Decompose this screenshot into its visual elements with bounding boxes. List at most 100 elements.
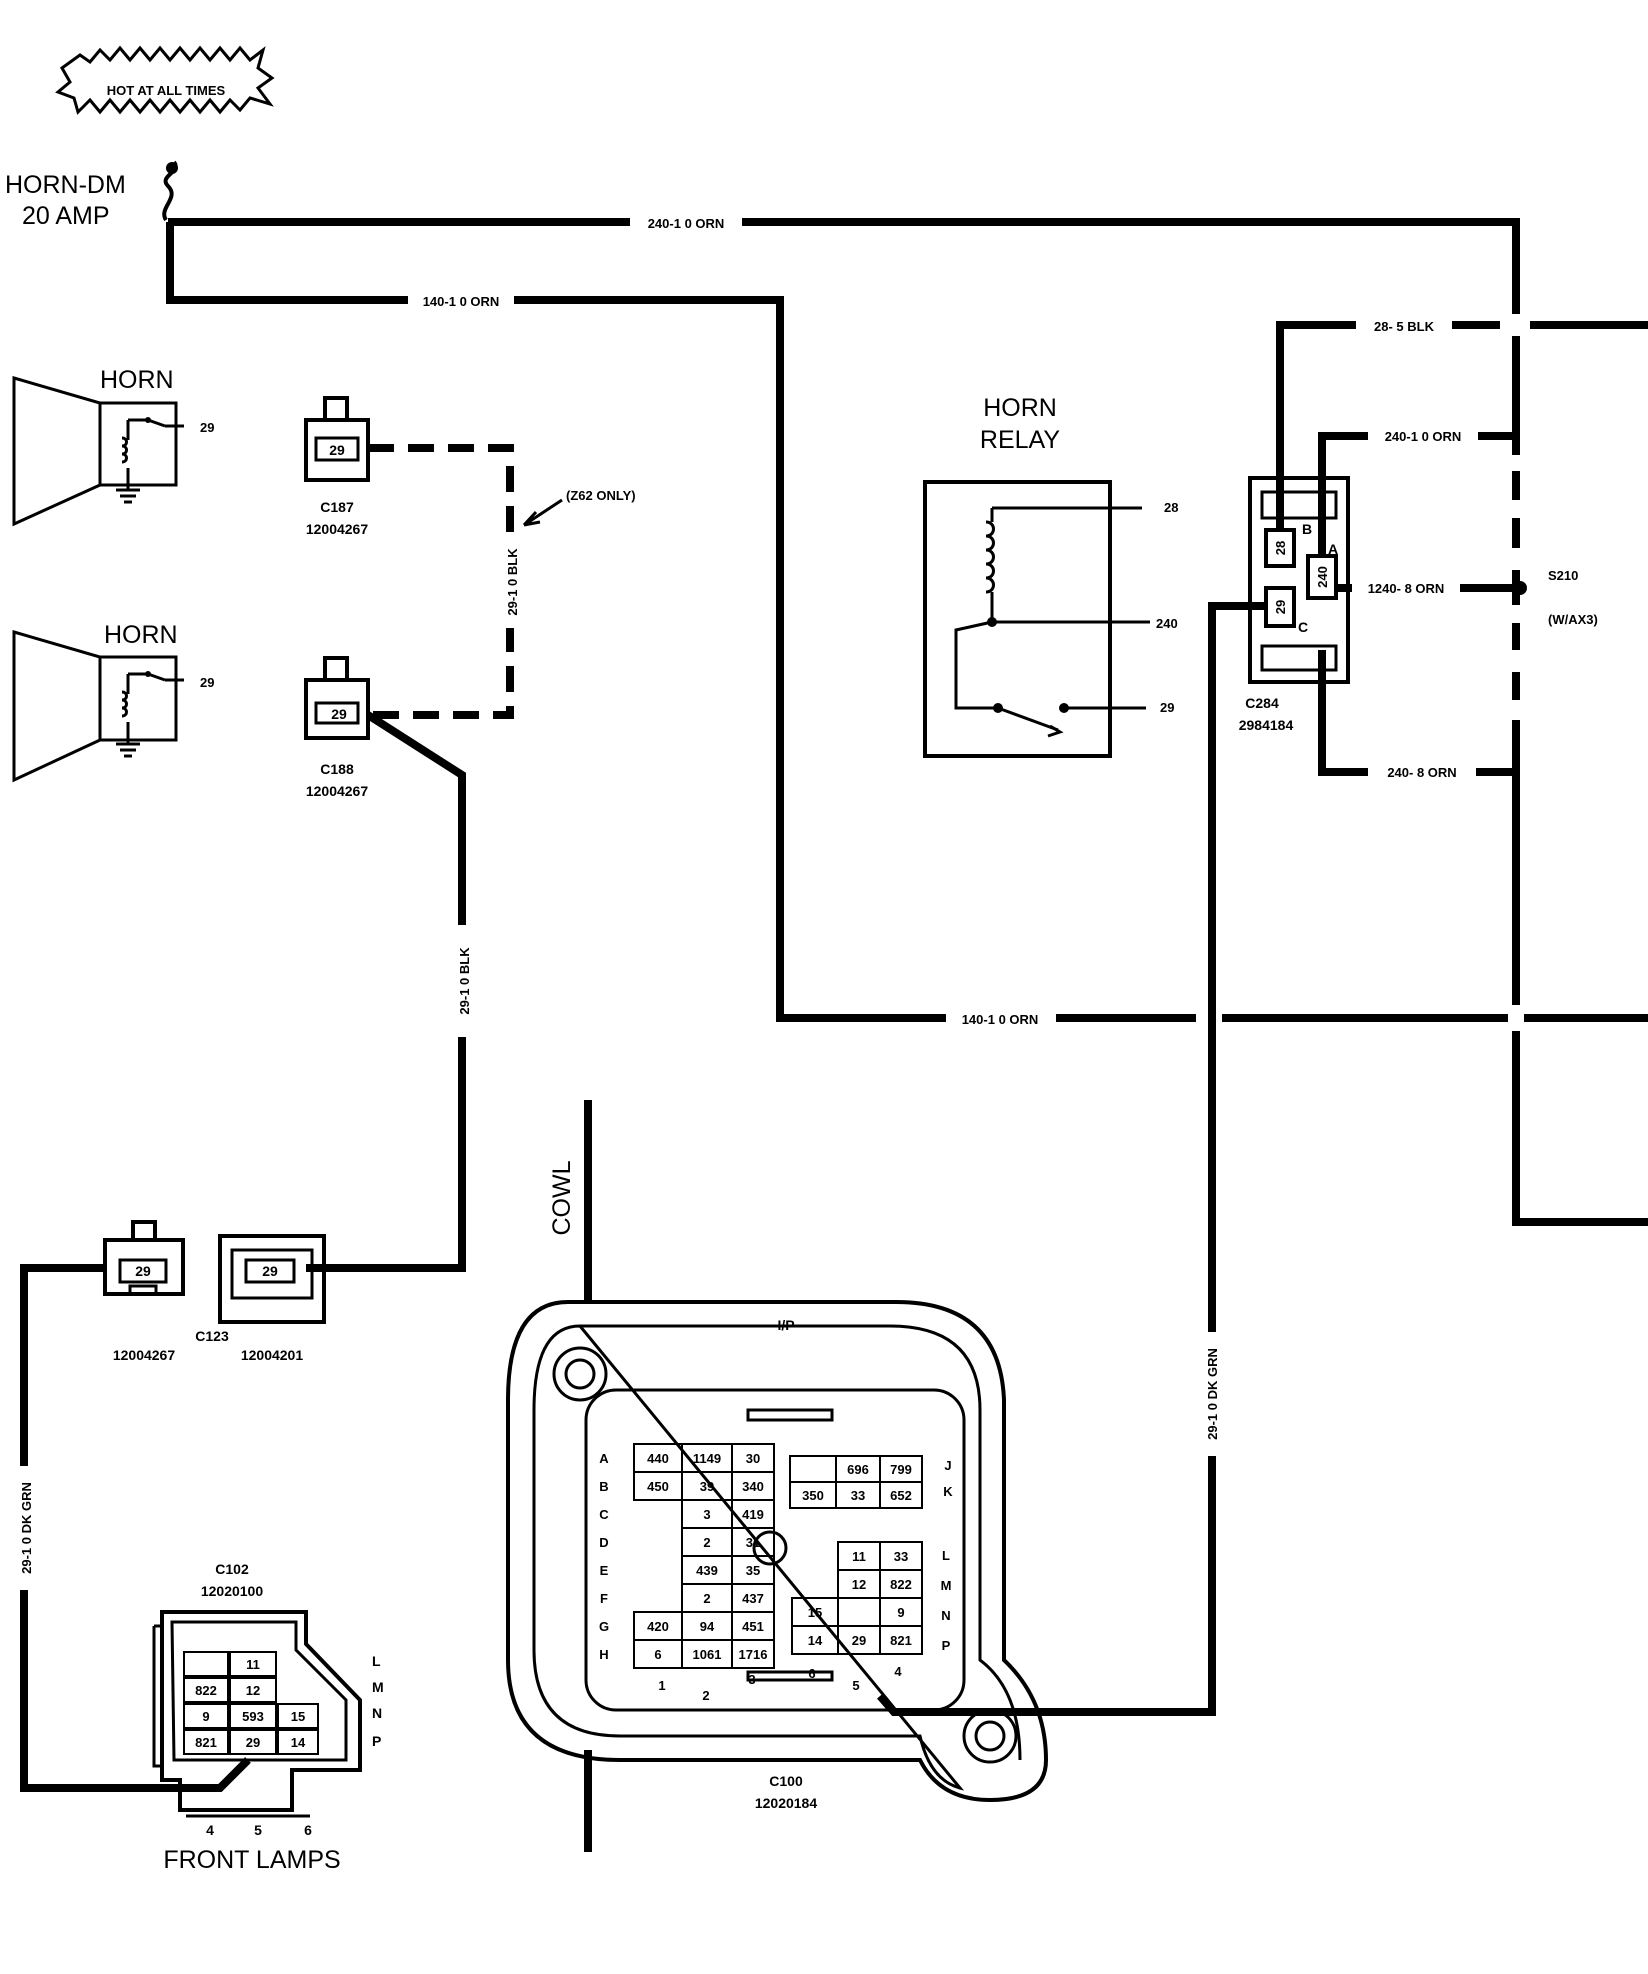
c284-cavity-a: 240 bbox=[1315, 566, 1330, 588]
c187-part: 12004267 bbox=[306, 521, 369, 537]
c100-col-1: 1 bbox=[658, 1678, 665, 1693]
c284-cavity-b: 28 bbox=[1273, 541, 1288, 555]
c100-cell-P2: 29 bbox=[852, 1633, 866, 1648]
c100-cell-B1: 450 bbox=[647, 1479, 669, 1494]
c100-cell-M2: 12 bbox=[852, 1577, 866, 1592]
c100-cell-N3: 9 bbox=[897, 1605, 904, 1620]
c188-name: C188 bbox=[320, 761, 354, 777]
c100-cell-A3: 30 bbox=[746, 1451, 760, 1466]
splice-s210-dot bbox=[1513, 581, 1527, 595]
c100-row-B: B bbox=[599, 1479, 608, 1494]
c102-cell-N3: 15 bbox=[291, 1709, 305, 1724]
c100-row-M: M bbox=[941, 1578, 952, 1593]
wire-240-a bbox=[1318, 432, 1516, 556]
c102-cell-P2: 29 bbox=[246, 1735, 260, 1750]
c102-row-P: P bbox=[372, 1733, 381, 1749]
wire-140-top bbox=[166, 222, 1648, 1022]
c102-col-5: 5 bbox=[254, 1822, 262, 1838]
c102-cell-N1: 9 bbox=[202, 1709, 209, 1724]
relay-title-1: HORN bbox=[983, 394, 1057, 422]
c100-cell-L2: 11 bbox=[852, 1549, 866, 1564]
c284-name: C284 bbox=[1245, 695, 1279, 711]
c188-cavity: 29 bbox=[331, 706, 347, 722]
c100-row-J: J bbox=[944, 1458, 951, 1473]
c100-cell-K1: 350 bbox=[802, 1488, 824, 1503]
c100-cell-J2: 696 bbox=[847, 1462, 869, 1477]
relay-terminal-28: 28 bbox=[1164, 500, 1178, 515]
wire-label-140-bottom: 140-1 0 ORN bbox=[962, 1012, 1039, 1027]
c102-caption: FRONT LAMPS bbox=[163, 1846, 340, 1874]
c100-cell-N1: 15 bbox=[808, 1605, 822, 1620]
c100-col-5: 5 bbox=[852, 1678, 859, 1693]
wire-29-dkgrn-right bbox=[876, 602, 1266, 1716]
c284-part: 2984184 bbox=[1239, 717, 1294, 733]
c102-cell-L1-box bbox=[183, 1651, 229, 1677]
c100-cell-P1: 14 bbox=[808, 1633, 823, 1648]
c100-cell-G3: 451 bbox=[742, 1619, 764, 1634]
horn-2-label: HORN bbox=[104, 621, 178, 649]
c100-cell-H2: 1061 bbox=[693, 1647, 722, 1662]
wire-label-28-blk: 28- 5 BLK bbox=[1374, 319, 1435, 334]
hot-at-all-times-badge: HOT AT ALL TIMES bbox=[55, 45, 275, 115]
relay-terminal-29: 29 bbox=[1160, 700, 1174, 715]
c100-cell-K3-box bbox=[879, 1481, 923, 1509]
c100-row-N: N bbox=[941, 1608, 950, 1623]
c123-right-part: 12004201 bbox=[241, 1347, 304, 1363]
c102-row-M: M bbox=[372, 1679, 384, 1695]
c102-cell-N1-box bbox=[183, 1703, 229, 1729]
c100-cell-K2: 33 bbox=[851, 1488, 865, 1503]
fuse-name: HORN-DM bbox=[5, 171, 126, 199]
horn-1: HORN 29 bbox=[12, 366, 214, 527]
c100-cell-B2: 39 bbox=[700, 1479, 714, 1494]
c100-row-D: D bbox=[599, 1535, 608, 1550]
c100-col-4: 4 bbox=[894, 1664, 902, 1679]
c123-connector: 29 29 C123 12004267 12004201 bbox=[103, 1220, 326, 1363]
c100-cell-D2: 2 bbox=[703, 1535, 710, 1550]
c102-part: 12020100 bbox=[201, 1583, 264, 1599]
c100-cell-P3: 821 bbox=[890, 1633, 912, 1648]
c123-right-cavity: 29 bbox=[262, 1263, 278, 1279]
hot-label: HOT AT ALL TIMES bbox=[107, 83, 226, 98]
c100-cell-H3-box bbox=[731, 1639, 775, 1669]
c100-cell-C2: 3 bbox=[703, 1507, 710, 1522]
wire-29-dkgrn-left bbox=[20, 1264, 251, 1792]
c123-left-part: 12004267 bbox=[113, 1347, 176, 1363]
wire-240-b bbox=[1318, 650, 1516, 776]
c100-cell-B3: 340 bbox=[742, 1479, 764, 1494]
c100-cell-G2: 94 bbox=[700, 1619, 715, 1634]
wire-label-240-c: 1240- 8 ORN bbox=[1368, 581, 1445, 596]
horn-2: HORN 29 bbox=[12, 621, 214, 783]
c100-cell-F3: 437 bbox=[742, 1591, 764, 1606]
c102-cell-N2: 593 bbox=[242, 1709, 264, 1724]
wire-label-29-dkgrn-right: 29-1 0 DK GRN bbox=[1205, 1348, 1220, 1440]
c100-col-2: 2 bbox=[702, 1688, 709, 1703]
wire-240-top bbox=[168, 218, 1648, 1226]
c100-cell-E2: 439 bbox=[696, 1563, 718, 1578]
c100-row-C: C bbox=[599, 1507, 609, 1522]
c102-name: C102 bbox=[215, 1561, 249, 1577]
fuse-top-terminal bbox=[166, 162, 178, 174]
c100-row-L: L bbox=[942, 1548, 950, 1563]
c100-row-H: H bbox=[599, 1647, 608, 1662]
c102-cell-P3-box bbox=[277, 1729, 319, 1755]
c284-pin-b: B bbox=[1302, 521, 1312, 537]
c188-connector: 29 C188 12004267 bbox=[304, 656, 370, 799]
wire-label-29-blk: 29-1 0 BLK bbox=[457, 947, 472, 1015]
c284-pin-c: C bbox=[1298, 619, 1308, 635]
c100-cell-H1: 6 bbox=[654, 1647, 661, 1662]
c100-cell-E3: 35 bbox=[746, 1563, 760, 1578]
c100-cell-L3: 33 bbox=[894, 1549, 908, 1564]
c100-cell-A2: 1149 bbox=[693, 1451, 721, 1466]
c100-row-E: E bbox=[600, 1563, 609, 1578]
c100-row-F: F bbox=[600, 1591, 608, 1606]
c102-cell-N2-box bbox=[229, 1703, 277, 1729]
c187-name: C187 bbox=[320, 499, 354, 515]
c100-row-K: K bbox=[943, 1484, 953, 1499]
c123-left-cavity: 29 bbox=[135, 1263, 151, 1279]
c100-cell-J3: 799 bbox=[890, 1462, 912, 1477]
c188-part: 12004267 bbox=[306, 783, 369, 799]
c284-connector: 28 240 29 B A C C284 2984184 bbox=[1239, 476, 1350, 733]
wire-label-240-b: 240- 8 ORN bbox=[1387, 765, 1456, 780]
wire-label-140-top: 140-1 0 ORN bbox=[423, 294, 500, 309]
